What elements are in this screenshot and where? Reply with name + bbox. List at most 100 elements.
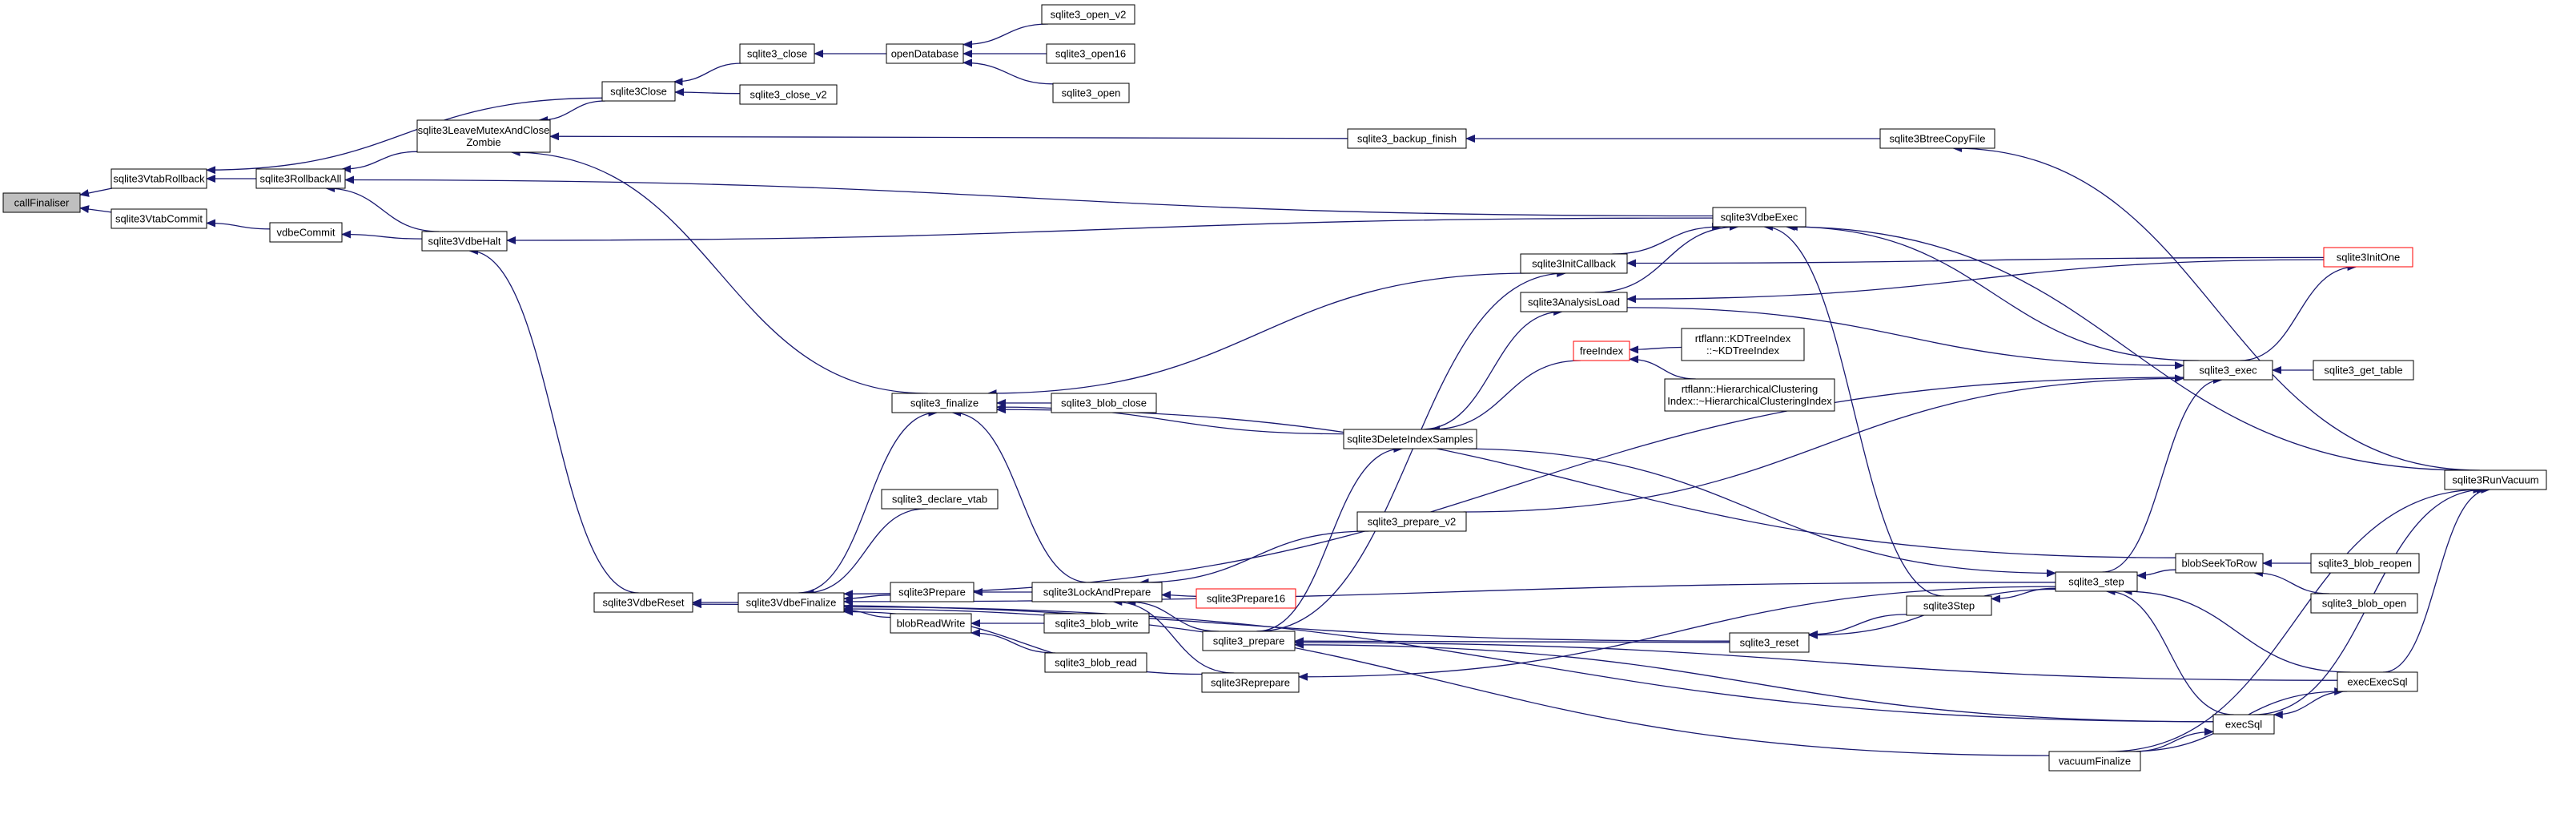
node-vdbecommit[interactable]: vdbeCommit — [269, 222, 343, 243]
node-sqlite3-get-table[interactable]: sqlite3_get_table — [2313, 360, 2414, 381]
node-sqlite3vdbereset[interactable]: sqlite3VdbeReset — [593, 592, 693, 613]
node-sqlite3-reset[interactable]: sqlite3_reset — [1729, 632, 1810, 653]
node-label: sqlite3LockAndPrepare — [1043, 586, 1151, 598]
node-kdtreeindex-destructor[interactable]: rtflann::KDTreeIndex::~KDTreeIndex — [1681, 328, 1805, 361]
node-sqlite3step[interactable]: sqlite3Step — [1906, 595, 1992, 616]
node-sqlite3initone[interactable]: sqlite3InitOne — [2323, 247, 2413, 268]
node-sqlite3vtabrollback[interactable]: sqlite3VtabRollback — [111, 168, 207, 189]
edge-sqlite3vdbehalt-to-sqlite3rollbackall — [325, 184, 440, 232]
node-sqlite3-prepare-v2[interactable]: sqlite3_prepare_v2 — [1356, 511, 1467, 532]
node-sqlite3btreecopyfile[interactable]: sqlite3BtreeCopyFile — [1879, 128, 1995, 149]
node-hierarchicalclusteringindex-destructor[interactable]: rtflann::HierarchicalClusteringIndex::~H… — [1664, 378, 1835, 412]
node-box — [1196, 588, 1296, 609]
node-box — [1906, 595, 1992, 616]
node-label: vdbeCommit — [277, 227, 336, 239]
edge-sqlite3initone-to-sqlite3analysisload — [1626, 259, 2325, 304]
node-box — [593, 592, 693, 613]
node-sqlite3-finalize[interactable]: sqlite3_finalize — [891, 393, 998, 413]
node-opendatabase[interactable]: openDatabase — [886, 43, 964, 64]
node-sqlite3-backup-finish[interactable]: sqlite3_backup_finish — [1347, 128, 1467, 149]
node-sqlite3-blob-write[interactable]: sqlite3_blob_write — [1043, 613, 1150, 634]
node-box — [1347, 128, 1467, 149]
node-sqlite3lockandprepare[interactable]: sqlite3LockAndPrepare — [1031, 582, 1163, 602]
node-label: sqlite3VdbeReset — [603, 597, 685, 609]
node-box — [2212, 714, 2275, 735]
node-box — [111, 168, 207, 189]
node-sqlite3prepare16[interactable]: sqlite3Prepare16 — [1196, 588, 1296, 609]
node-label: vacuumFinalize — [2059, 756, 2131, 768]
node-label: openDatabase — [891, 48, 959, 60]
node-label: sqlite3_prepare — [1213, 635, 1285, 647]
node-box — [1202, 631, 1296, 651]
node-execsql[interactable]: execSql — [2212, 714, 2275, 735]
node-box — [890, 613, 972, 634]
edge-execexecsql-to-sqlite3runvacuum — [2382, 486, 2491, 673]
edge-sqlite3vdbeexec-to-sqlite3rollbackall — [344, 175, 1714, 217]
node-sqlite3-blob-open[interactable]: sqlite3_blob_open — [2310, 593, 2418, 614]
node-sqlite3-exec[interactable]: sqlite3_exec — [2183, 360, 2273, 381]
node-blobseektorow[interactable]: blobSeekToRow — [2175, 553, 2264, 574]
node-sqlite3-close[interactable]: sqlite3_close — [739, 43, 815, 64]
node-box — [2310, 553, 2420, 574]
node-sqlite3-blob-reopen[interactable]: sqlite3_blob_reopen — [2310, 553, 2420, 574]
edge-sqlite3-open-v2-to-opendatabase — [962, 23, 1049, 49]
edge-sqlite3-declare-vtab-to-sqlite3vdbefinalize — [804, 508, 926, 597]
node-label: sqlite3_finalize — [910, 397, 979, 409]
edge-sqlite3-prepare-to-sqlite3deleteindexsamples — [1256, 445, 1404, 632]
edge-sqlite3-prepare-v2-to-sqlite3lockandprepare — [1139, 530, 1369, 586]
node-sqlite3deleteindexsamples[interactable]: sqlite3DeleteIndexSamples — [1343, 429, 1477, 449]
node-box — [1043, 613, 1150, 634]
edge-sqlite3-exec-to-sqlite3vdbeexec — [1787, 223, 2199, 361]
node-box — [881, 489, 999, 510]
node-label: sqlite3_blob_read — [1055, 657, 1137, 669]
node-sqlite3-open[interactable]: sqlite3_open — [1052, 83, 1130, 103]
node-sqlite3-prepare[interactable]: sqlite3_prepare — [1202, 631, 1296, 651]
node-label: sqlite3BtreeCopyFile — [1890, 133, 1986, 145]
node-freeindex[interactable]: freeIndex — [1573, 340, 1630, 361]
node-box — [601, 81, 676, 102]
node-sqlite3vdbefinalize[interactable]: sqlite3VdbeFinalize — [737, 592, 845, 613]
node-sqlite3-open16[interactable]: sqlite3_open16 — [1046, 43, 1135, 64]
node-box — [1041, 4, 1135, 25]
edge-sqlite3-prepare-to-sqlite3initcallback — [1256, 269, 1567, 632]
edge-sqlite3close-to-sqlite3vtabrollback — [206, 97, 603, 175]
edge-sqlite3initcallback-to-sqlite3vdbeexec — [1612, 223, 1722, 255]
edge-vacuumfinalize-to-execsql — [2133, 727, 2214, 752]
node-sqlite3-open-v2[interactable]: sqlite3_open_v2 — [1041, 4, 1135, 25]
node-box — [1520, 292, 1628, 312]
node-sqlite3rollbackall[interactable]: sqlite3RollbackAll — [255, 168, 346, 189]
node-label: freeIndex — [1580, 345, 1624, 357]
node-sqlite3vtabcommit[interactable]: sqlite3VtabCommit — [111, 208, 207, 229]
node-sqlite3analysisload[interactable]: sqlite3AnalysisLoad — [1520, 292, 1628, 312]
edge-sqlite3-close-v2-to-sqlite3close — [674, 88, 741, 97]
node-sqlite3runvacuum[interactable]: sqlite3RunVacuum — [2444, 469, 2547, 490]
node-sqlite3initcallback[interactable]: sqlite3InitCallback — [1520, 253, 1628, 274]
node-sqlite3-declare-vtab[interactable]: sqlite3_declare_vtab — [881, 489, 999, 510]
edge-sqlite3-step-to-sqlite3-exec — [2102, 376, 2223, 573]
node-sqlite3vdbehalt[interactable]: sqlite3VdbeHalt — [421, 231, 508, 252]
node-label: sqlite3Step — [1923, 600, 1975, 612]
node-execexecsql[interactable]: execExecSql — [2337, 671, 2418, 692]
node-sqlite3-blob-close[interactable]: sqlite3_blob_close — [1051, 393, 1157, 413]
edge-sqlite3-exec-to-sqlite3vdbefinalize — [843, 377, 2184, 598]
node-label: sqlite3VtabCommit — [115, 213, 203, 225]
edge-sqlite3vdbeexec-to-sqlite3vdbehalt — [506, 217, 1714, 244]
node-callfinaliser[interactable]: callFinaliser — [2, 192, 81, 213]
node-sqlite3-blob-read[interactable]: sqlite3_blob_read — [1044, 652, 1147, 673]
node-box — [255, 168, 346, 189]
node-sqlite3-close-v2[interactable]: sqlite3_close_v2 — [739, 84, 838, 105]
edge-sqlite3vdbefinalize-to-sqlite3-finalize — [798, 409, 938, 594]
node-sqlite3close[interactable]: sqlite3Close — [601, 81, 676, 102]
node-sqlite3prepare[interactable]: sqlite3Prepare — [890, 582, 975, 602]
node-sqlite3reprepare[interactable]: sqlite3Reprepare — [1201, 672, 1300, 693]
node-vacuumfinalize[interactable]: vacuumFinalize — [2048, 751, 2141, 772]
node-box — [1031, 582, 1163, 602]
node-box — [1343, 429, 1477, 449]
node-sqlite3vdbeexec[interactable]: sqlite3VdbeExec — [1712, 207, 1806, 228]
node-label: sqlite3_close_v2 — [749, 89, 826, 101]
edge-sqlite3-reset-to-sqlite3vdbereset — [692, 600, 1730, 642]
node-sqlite3-step[interactable]: sqlite3_step — [2055, 571, 2138, 592]
edge-sqlite3deleteindexsamples-to-sqlite3analysisload — [1421, 308, 1564, 430]
node-blobreadwrite[interactable]: blobReadWrite — [890, 613, 972, 634]
